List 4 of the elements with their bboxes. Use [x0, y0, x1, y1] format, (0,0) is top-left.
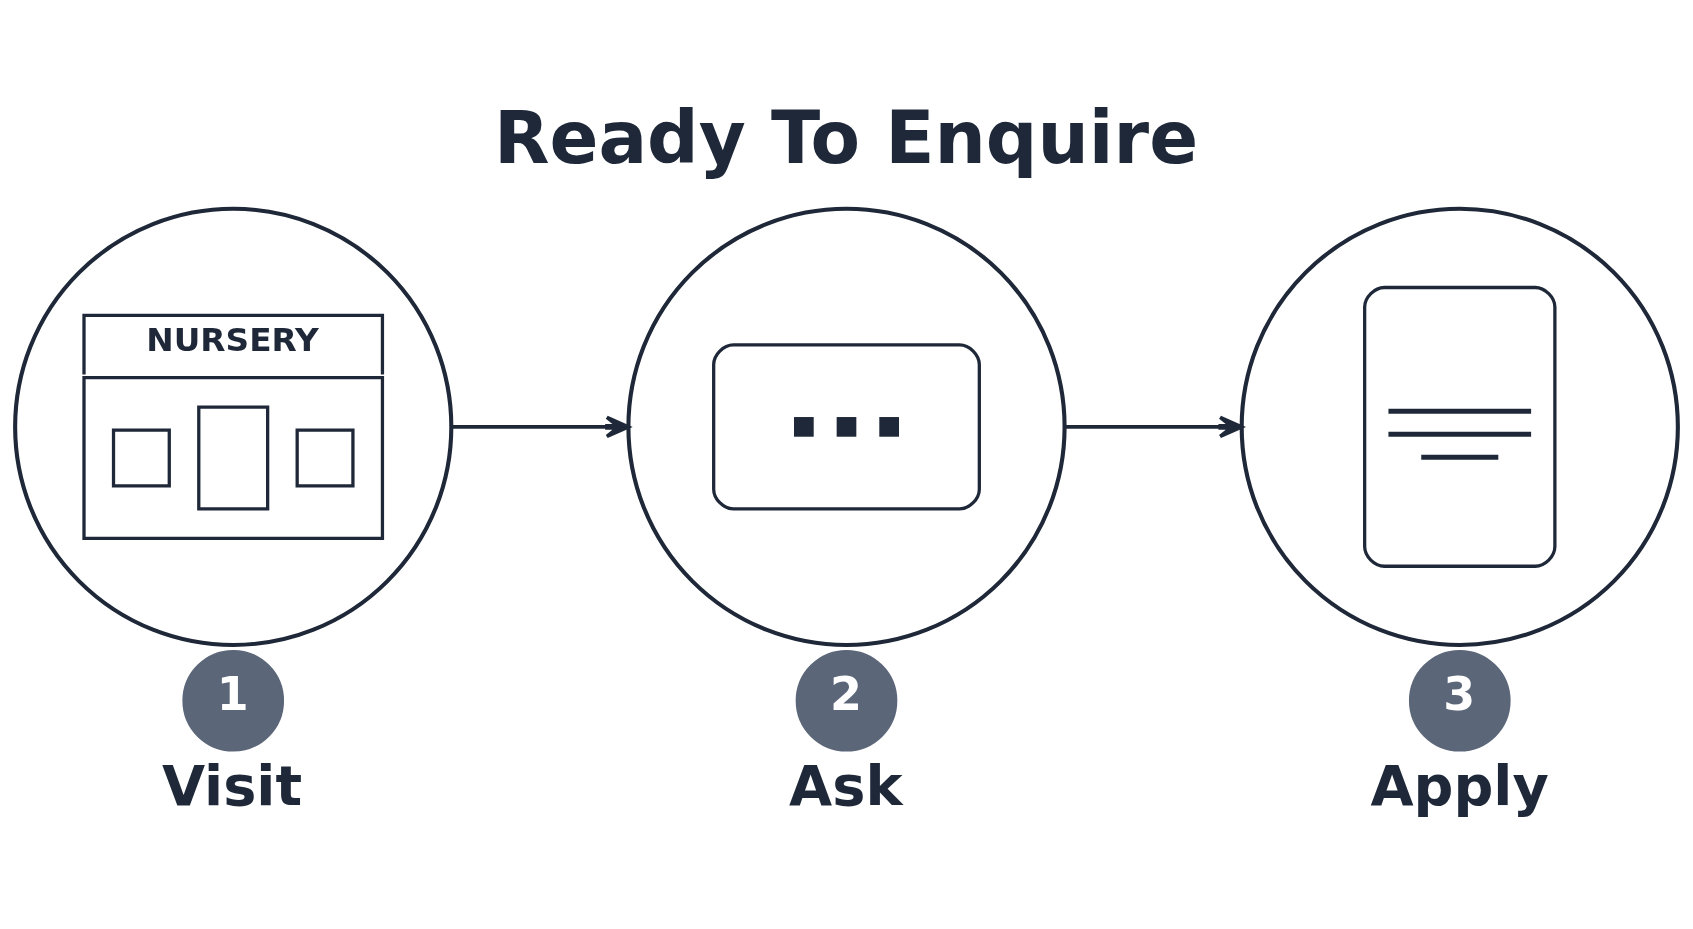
diagram-title: Ready To Enquire	[493, 95, 1199, 180]
node-label: Visit	[161, 752, 303, 818]
node-label: Apply	[1370, 752, 1549, 818]
node-label: Ask	[789, 752, 903, 818]
